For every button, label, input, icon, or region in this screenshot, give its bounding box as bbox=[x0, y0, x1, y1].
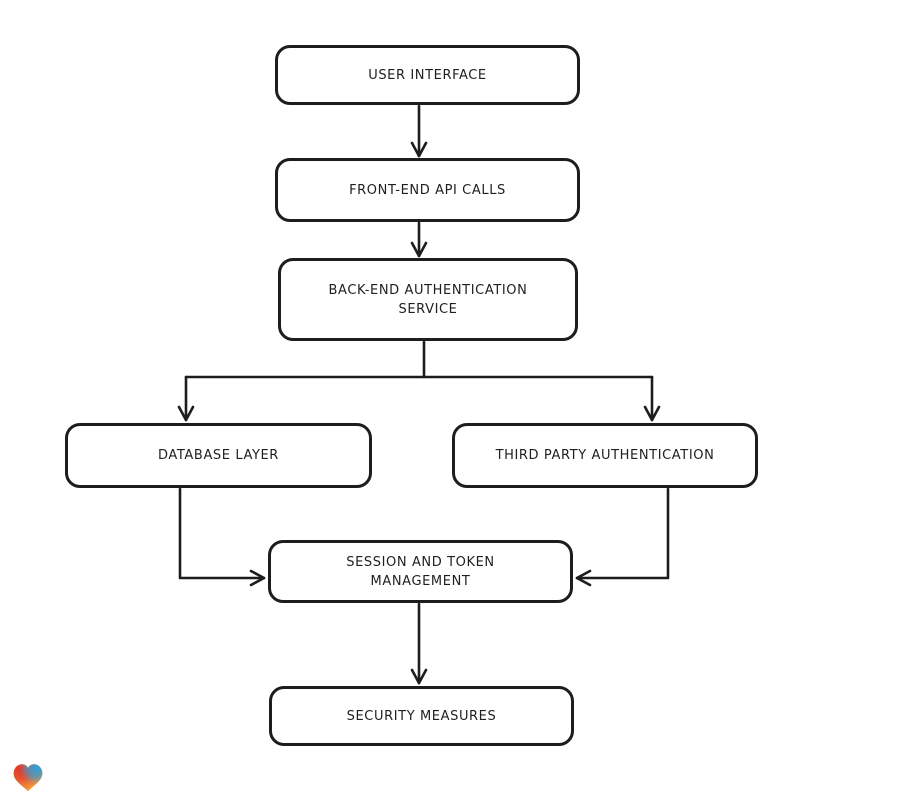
node-label-front-end-api-calls: FRONT-END API CALLS bbox=[349, 182, 506, 198]
node-label-user-interface: USER INTERFACE bbox=[368, 67, 487, 83]
arrowhead-thirdparty-to-session bbox=[575, 569, 592, 587]
node-third-party-authentication: THIRD PARTY AUTHENTICATION bbox=[452, 423, 758, 488]
arrowhead-database-to-session bbox=[249, 569, 266, 587]
node-security-measures: SECURITY MEASURES bbox=[269, 686, 574, 746]
node-user-interface: USER INTERFACE bbox=[275, 45, 580, 105]
gradient-heart-logo bbox=[13, 764, 43, 792]
node-label-back-end-authentication-service: BACK-END AUTHENTICATION SERVICE bbox=[328, 282, 528, 317]
node-label-security-measures: SECURITY MEASURES bbox=[346, 708, 497, 724]
edge-thirdparty-to-session bbox=[575, 487, 670, 580]
heart-shape bbox=[13, 764, 43, 792]
node-label-session-and-token-management: SESSION AND TOKEN MANAGEMENT bbox=[346, 554, 495, 589]
arrowhead-split-to-database bbox=[177, 405, 195, 422]
arrowhead-session-to-security bbox=[410, 668, 428, 685]
edge-database-to-session bbox=[178, 487, 266, 580]
arrowhead-frontend-to-backend bbox=[410, 241, 428, 258]
node-label-third-party-authentication: THIRD PARTY AUTHENTICATION bbox=[495, 448, 715, 463]
node-database-layer: DATABASE LAYER bbox=[65, 423, 372, 488]
arrowhead-split-to-thirdparty bbox=[643, 405, 661, 422]
node-back-end-authentication-service: BACK-END AUTHENTICATION SERVICE bbox=[278, 258, 578, 341]
node-session-and-token-management: SESSION AND TOKEN MANAGEMENT bbox=[268, 540, 573, 603]
node-front-end-api-calls: FRONT-END API CALLS bbox=[275, 158, 580, 222]
node-label-database-layer: DATABASE LAYER bbox=[158, 448, 279, 463]
arrowhead-ui-to-frontend bbox=[410, 141, 428, 158]
